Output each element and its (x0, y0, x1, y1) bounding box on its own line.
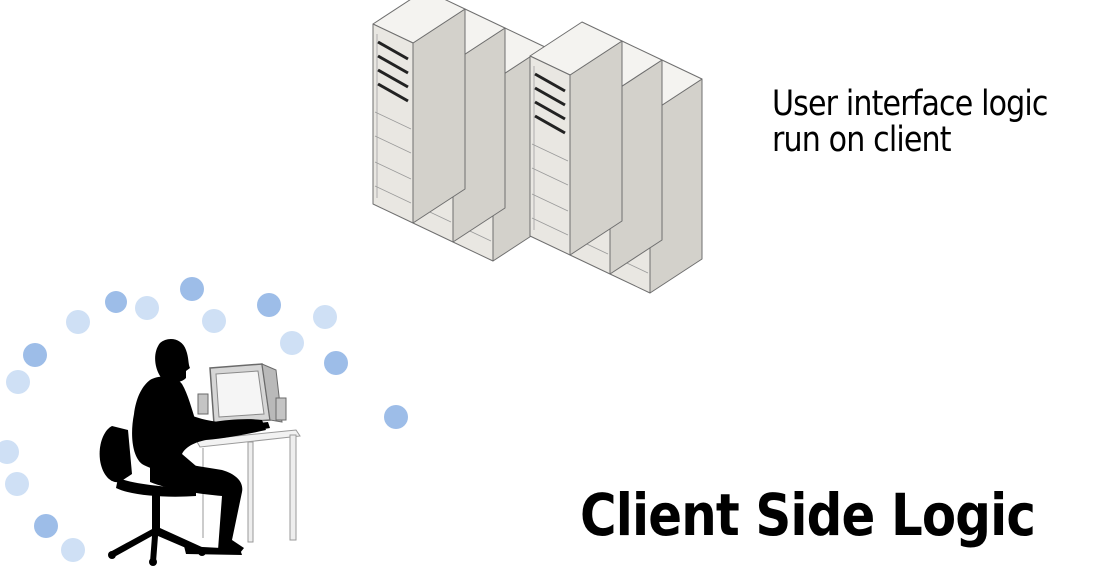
cabinet-detail (534, 114, 566, 135)
cabinet-detail (377, 68, 409, 89)
person-silhouette (99, 338, 270, 566)
caption-line-1: User interface logic (772, 84, 1048, 124)
cabinet-side (412, 8, 466, 224)
cabinet-detail (377, 40, 409, 61)
caption-line-2: run on client (772, 120, 952, 160)
cabinet-front (372, 23, 414, 224)
cabinet-detail (534, 72, 566, 93)
cabinet-detail (374, 111, 412, 130)
cabinet-front (529, 55, 571, 256)
user-at-computer-icon (0, 277, 408, 566)
cabinet-detail (374, 161, 412, 180)
cabinet-detail (377, 54, 409, 75)
dot-ring (0, 277, 408, 562)
cabinet-detail (531, 193, 569, 212)
cabinet-detail (374, 135, 412, 154)
desk (195, 429, 301, 543)
slide-title: Client Side Logic (580, 481, 1036, 549)
cabinet-detail (534, 100, 566, 121)
server-rack-icon (372, 0, 703, 294)
cabinet-side (569, 40, 623, 256)
cabinet-detail (531, 167, 569, 186)
caption: User interface logic run on client (772, 86, 1048, 158)
cabinet-detail (531, 217, 569, 236)
cabinet-detail (377, 82, 409, 103)
cabinet-detail (534, 86, 566, 107)
cabinet-detail (374, 185, 412, 204)
cabinet-detail (531, 143, 569, 162)
